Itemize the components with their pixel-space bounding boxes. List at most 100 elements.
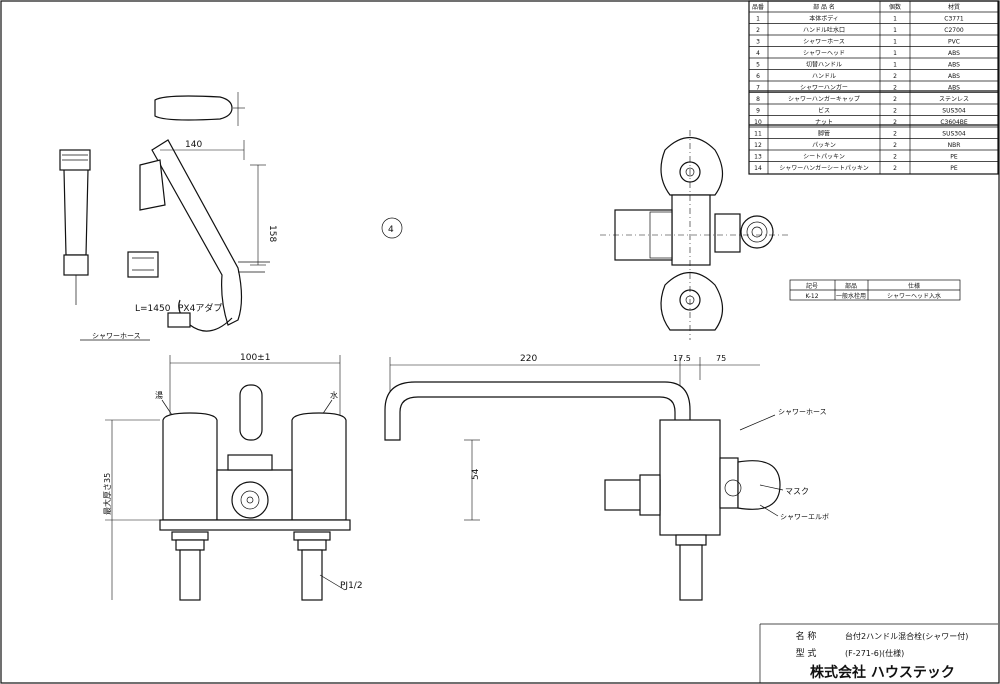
parts-cell-no: 4 — [756, 50, 760, 57]
parts-cell-name: シャワーハンガー — [800, 84, 848, 92]
hose-label: シャワーホース — [92, 332, 141, 340]
parts-cell-no: 10 — [754, 119, 762, 126]
sub-table: 記号 部品 仕様 K-12 一般水栓用 シャワーヘッド入水 — [789, 279, 961, 301]
side-view: 220 17.5 75 54 シャワーホース マスク シャワーエルボ — [384, 354, 829, 601]
parts-cell-material: ABS — [948, 62, 960, 69]
parts-cell-name: パッキン — [812, 142, 836, 149]
sub-value-name: 一般水栓用 — [836, 292, 866, 300]
circle-mark: 4 — [388, 225, 394, 235]
parts-cell-name: シートパッキン — [803, 154, 845, 161]
dim-140: 140 — [185, 140, 202, 150]
parts-cell-name: ナット — [815, 119, 833, 126]
parts-cell-material: C3771 — [944, 16, 964, 23]
parts-cell-qty: 2 — [893, 119, 897, 126]
col-header-material: 材質 — [948, 3, 960, 11]
parts-cell-no: 11 — [754, 131, 762, 138]
col-header-no: 品番 — [752, 4, 764, 11]
parts-cell-name: シャワーホース — [803, 39, 845, 46]
shower-head-side-view: 140 158 — [139, 139, 277, 332]
parts-cell-qty: 1 — [893, 27, 897, 34]
dim-54: 54 — [471, 468, 481, 480]
front-view: 100±1 湯 水 PJ1/2 最大厚さ35 — [102, 353, 363, 601]
parts-cell-no: 7 — [756, 85, 760, 92]
sub-header-spec: 仕様 — [908, 282, 920, 290]
parts-cell-name: 脚管 — [818, 130, 830, 138]
circle-callout: 4 — [381, 217, 403, 239]
parts-cell-qty: 1 — [893, 62, 897, 69]
parts-cell-qty: 2 — [893, 165, 897, 172]
model-value: (F-271-6)(仕様) — [845, 648, 904, 658]
company-name: 株式会社 ハウステック — [810, 664, 955, 681]
parts-cell-name: シャワーハンガーキャップ — [788, 95, 860, 103]
shower-head-top-view — [154, 92, 245, 126]
parts-cell-qty: 2 — [893, 85, 897, 92]
width-100: 100±1 — [240, 353, 270, 363]
shower-hose-callout: シャワーホース — [778, 408, 827, 416]
parts-cell-name: シャワーハンガーシートパッキン — [779, 164, 869, 172]
sub-value-spec: シャワーヘッド入水 — [887, 292, 941, 300]
parts-cell-qty: 1 — [893, 50, 897, 57]
dim-175: 17.5 — [673, 354, 691, 363]
shower-elbow: シャワーエルボ — [780, 513, 829, 521]
parts-cell-qty: 2 — [893, 142, 897, 149]
parts-cell-name: ビス — [818, 107, 830, 115]
parts-cell-material: PVC — [948, 39, 960, 46]
top-view — [600, 130, 790, 340]
cold-label: 水 — [330, 390, 338, 400]
parts-cell-qty: 2 — [893, 131, 897, 138]
parts-cell-name: シャワーヘッド — [803, 50, 845, 57]
parts-cell-material: ABS — [948, 50, 960, 57]
dim-75: 75 — [716, 354, 726, 363]
thread: PJ1/2 — [340, 581, 363, 591]
col-header-name: 部 品 名 — [813, 3, 835, 11]
parts-cell-no: 13 — [754, 154, 762, 161]
parts-cell-no: 9 — [756, 108, 760, 115]
parts-cell-qty: 1 — [893, 16, 897, 23]
parts-cell-material: ステンレス — [939, 96, 969, 103]
parts-cell-qty: 2 — [893, 154, 897, 161]
parts-cell-no: 8 — [756, 96, 760, 103]
parts-cell-no: 5 — [756, 62, 760, 69]
callout-2: マスク — [785, 487, 809, 496]
parts-cell-no: 2 — [756, 27, 760, 34]
sub-value-no: K-12 — [805, 293, 818, 300]
parts-cell-material: C2700 — [944, 27, 964, 34]
model-label: 型 式 — [796, 647, 817, 659]
spout-220: 220 — [520, 354, 537, 364]
parts-cell-name: 切替ハンドル — [806, 61, 842, 69]
parts-cell-material: ABS — [948, 85, 960, 92]
hot-label: 湯 — [155, 390, 163, 400]
hose-labels: L=1450 PX4アダプ シャワーホース — [80, 302, 222, 341]
parts-cell-no: 12 — [754, 142, 762, 149]
title-block: 名 称 台付2ハンドル混合栓(シャワー付) 型 式 (F-271-6)(仕様) … — [759, 623, 998, 683]
hose-fitting: PX4アダプ — [178, 302, 222, 314]
parts-cell-material: PE — [950, 165, 958, 172]
shower-hanger-view — [127, 251, 159, 278]
parts-cell-material: SUS304 — [942, 108, 966, 115]
parts-cell-name: 本体ボディ — [809, 15, 839, 23]
parts-cell-material: SUS304 — [942, 131, 966, 138]
name-label: 名 称 — [796, 630, 817, 642]
parts-cell-material: NBR — [948, 142, 961, 149]
parts-cell-qty: 2 — [893, 73, 897, 80]
parts-cell-material: C3604BE — [940, 119, 968, 126]
parts-cell-name: ハンドル吐水口 — [803, 26, 845, 34]
height-label: 最大厚さ35 — [102, 473, 112, 515]
parts-cell-qty: 1 — [893, 39, 897, 46]
parts-cell-no: 14 — [754, 165, 762, 172]
parts-cell-no: 6 — [756, 73, 760, 80]
parts-cell-name: ハンドル — [812, 73, 836, 80]
dim-158: 158 — [267, 225, 277, 242]
parts-cell-material: PE — [950, 154, 958, 161]
sub-header-name: 部品 — [845, 282, 857, 290]
col-header-qty: 個数 — [889, 3, 901, 11]
parts-cell-no: 1 — [756, 16, 760, 23]
parts-cell-material: ABS — [948, 73, 960, 80]
sub-header-no: 記号 — [806, 282, 818, 290]
parts-cell-qty: 2 — [893, 96, 897, 103]
parts-cell-no: 3 — [756, 39, 760, 46]
